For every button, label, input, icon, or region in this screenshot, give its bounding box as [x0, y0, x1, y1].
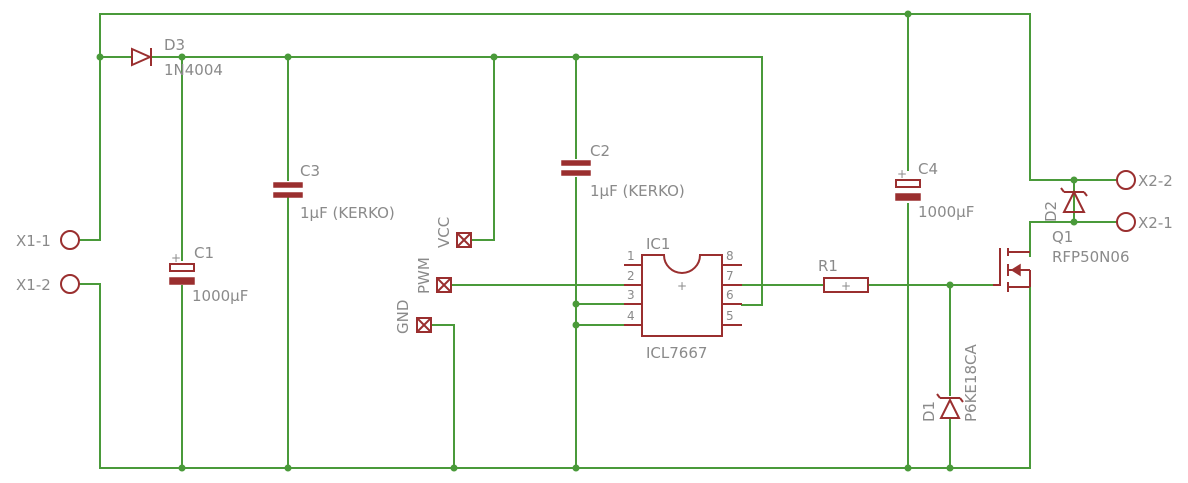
d1-value: P6KE18CA: [962, 344, 980, 422]
junction-dot: [450, 464, 458, 472]
ic1-pin-3: 3: [627, 288, 635, 302]
c2-name: C2: [590, 142, 610, 160]
diode-d2: D2: [1042, 187, 1088, 222]
junction-dot: [572, 53, 580, 61]
junction-dot: [96, 53, 104, 61]
junction-dot: [946, 464, 954, 472]
connector-x2-1-label: X2-1: [1138, 214, 1173, 232]
r1-origin: +: [841, 279, 851, 293]
ic1-pin-2: 2: [627, 269, 635, 283]
connector-x1-2-label: X1-2: [16, 276, 51, 294]
c1-value: 1000µF: [192, 287, 248, 305]
junction-dot: [572, 300, 580, 308]
junction-dot: [904, 464, 912, 472]
junction-dot: [572, 321, 580, 329]
resistor-r1: + R1: [818, 257, 869, 293]
d1-name: D1: [920, 401, 938, 422]
d2-name: D2: [1042, 201, 1060, 222]
junction-dot: [284, 464, 292, 472]
wires: [79, 13, 1118, 469]
ic1-pin-4: 4: [627, 309, 635, 323]
c3-value: 1µF (KERKO): [300, 204, 395, 222]
r1-name: R1: [818, 257, 838, 275]
ic1-name: IC1: [646, 235, 670, 253]
junction-dot: [284, 53, 292, 61]
pad-pwm: PWM: [415, 257, 452, 294]
ic1-pin-1: 1: [627, 249, 635, 263]
connector-x2-2-label: X2-2: [1138, 172, 1173, 190]
diode-d3: D3 1N4004: [131, 36, 223, 79]
mosfet-q1: Q1 RFP50N06: [993, 228, 1130, 292]
ic1-pin-6: 6: [726, 288, 734, 302]
c3-name: C3: [300, 162, 320, 180]
d3-value: 1N4004: [164, 61, 223, 79]
junction-dot: [946, 281, 954, 289]
junction-dot: [490, 53, 498, 61]
ic1-value: ICL7667: [646, 344, 707, 362]
capacitor-c3: C3 1µF (KERKO): [273, 162, 395, 222]
c2-value: 1µF (KERKO): [590, 182, 685, 200]
pad-vcc: VCC: [435, 217, 472, 248]
q1-name: Q1: [1052, 228, 1073, 246]
junction-dot: [178, 464, 186, 472]
c4-plus: +: [897, 167, 907, 181]
junction-dot: [1070, 218, 1078, 226]
junction-dot: [178, 53, 186, 61]
pad-pwm-label: PWM: [415, 257, 433, 294]
connector-x1-2: X1-2: [16, 274, 80, 294]
diode-d1: D1 P6KE18CA: [920, 344, 980, 422]
c1-name: C1: [194, 244, 214, 262]
connector-x1-1: X1-1: [16, 230, 80, 250]
q1-value: RFP50N06: [1052, 248, 1130, 266]
c4-value: 1000µF: [918, 203, 974, 221]
connector-x2-1: X2-1: [1116, 212, 1173, 232]
pad-gnd: GND: [394, 300, 432, 334]
ic1-origin: +: [677, 279, 687, 293]
c4-name: C4: [918, 160, 938, 178]
junction-dot: [572, 464, 580, 472]
ic1-pin-8: 8: [726, 249, 734, 263]
connector-x2-2: X2-2: [1116, 170, 1173, 190]
junctions: [96, 10, 1078, 472]
junction-dot: [904, 10, 912, 18]
capacitor-c4: + C4 1000µF: [895, 160, 974, 221]
connector-x1-1-label: X1-1: [16, 232, 51, 250]
pad-gnd-label: GND: [394, 300, 412, 334]
pad-vcc-label: VCC: [435, 217, 453, 248]
ic1-pin-7: 7: [726, 269, 734, 283]
capacitor-c2: C2 1µF (KERKO): [561, 142, 685, 200]
junction-dot: [1070, 176, 1078, 184]
d3-name: D3: [164, 36, 185, 54]
c1-plus: +: [171, 251, 181, 265]
ic1-pin-5: 5: [726, 309, 734, 323]
ic-ic1: 1 2 3 4 5 6 7 8 + IC1 ICL7667: [624, 235, 742, 362]
capacitor-c1: + C1 1000µF: [169, 244, 248, 305]
